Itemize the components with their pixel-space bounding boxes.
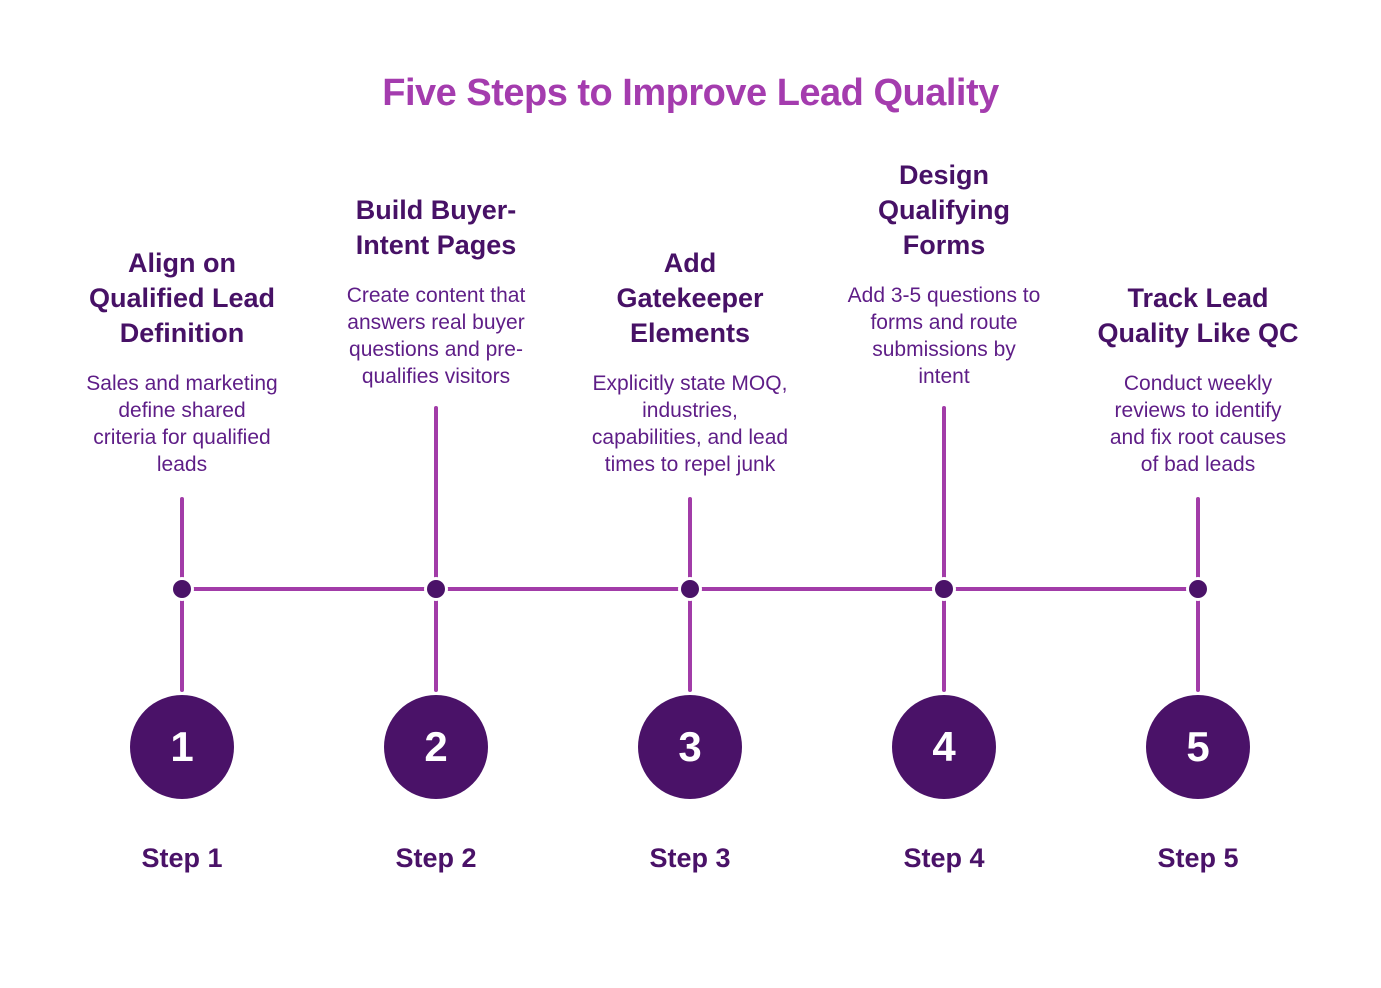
step-4-upper-connector <box>942 406 946 589</box>
step-2-text-block: Build Buyer- Intent Pages Create content… <box>306 193 566 390</box>
step-4-description: Add 3-5 questions to forms and route sub… <box>847 284 1041 388</box>
step-2-title: Build Buyer- Intent Pages <box>355 195 517 260</box>
step-5-description: Conduct weekly reviews to identify and f… <box>1109 372 1287 476</box>
step-1-timeline-dot <box>173 580 191 598</box>
step-3-title: Add Gatekeeper Elements <box>616 248 764 348</box>
step-5-text-block: Track Lead Quality Like QC Conduct weekl… <box>1068 281 1328 478</box>
step-5-timeline-dot <box>1189 580 1207 598</box>
step-3-timeline-dot <box>681 580 699 598</box>
step-2-timeline-dot <box>427 580 445 598</box>
step-5-title: Track Lead Quality Like QC <box>1097 283 1299 348</box>
step-3-lower-connector <box>688 592 692 692</box>
step-2-description: Create content that answers real buyer q… <box>346 284 526 388</box>
step-2-label: Step 2 <box>395 843 477 873</box>
step-5-upper-connector <box>1196 497 1200 589</box>
step-1-upper-connector <box>180 497 184 589</box>
step-3-number-circle: 3 <box>638 695 742 799</box>
step-1-number: 1 <box>170 723 194 770</box>
step-2-upper-connector <box>434 406 438 589</box>
step-5-label: Step 5 <box>1157 843 1239 873</box>
step-1-label: Step 1 <box>141 843 223 873</box>
step-4-label: Step 4 <box>903 843 985 873</box>
step-1-text-block: Align on Qualified Lead Definition Sales… <box>52 246 312 478</box>
step-4-number: 4 <box>932 723 956 770</box>
step-2-number: 2 <box>424 723 448 770</box>
step-5-number: 5 <box>1186 723 1210 770</box>
step-2-lower-connector <box>434 592 438 692</box>
step-4-number-circle: 4 <box>892 695 996 799</box>
step-5-lower-connector <box>1196 592 1200 692</box>
step-1-title: Align on Qualified Lead Definition <box>88 248 276 348</box>
step-3-label: Step 3 <box>649 843 731 873</box>
step-4-title: Design Qualifying Forms <box>877 160 1010 260</box>
step-4-text-block: Design Qualifying Forms Add 3-5 question… <box>814 158 1074 390</box>
step-3-text-block: Add Gatekeeper Elements Explicitly state… <box>560 246 820 478</box>
step-3-upper-connector <box>688 497 692 589</box>
step-5-number-circle: 5 <box>1146 695 1250 799</box>
page-title: Five Steps to Improve Lead Quality <box>382 72 999 114</box>
step-2-number-circle: 2 <box>384 695 488 799</box>
step-1-description: Sales and marketing define shared criter… <box>86 372 278 476</box>
step-1-lower-connector <box>180 592 184 692</box>
step-4-timeline-dot <box>935 580 953 598</box>
step-3-number: 3 <box>678 723 702 770</box>
step-4-lower-connector <box>942 592 946 692</box>
step-1-number-circle: 1 <box>130 695 234 799</box>
step-3-description: Explicitly state MOQ, industries, capabi… <box>591 372 789 476</box>
